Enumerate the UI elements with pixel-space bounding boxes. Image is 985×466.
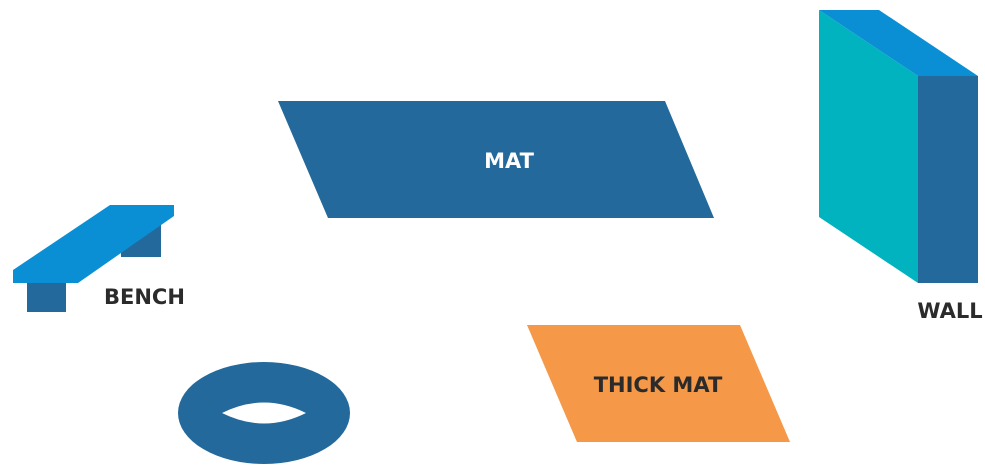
ring-hole (222, 402, 306, 424)
bench-label: BENCH (104, 285, 185, 309)
wall-top-face (819, 10, 978, 76)
wall-front-face (819, 10, 918, 283)
wall-label: WALL (917, 299, 982, 323)
wall-side-face (918, 76, 978, 283)
bench[interactable]: BENCH (13, 205, 185, 312)
thick-mat-shape (527, 325, 790, 442)
mat[interactable]: MAT (278, 101, 714, 218)
bench-front-leg (27, 278, 66, 312)
bench-top (13, 205, 174, 283)
mat-label: MAT (484, 149, 535, 173)
thick-mat-label: THICK MAT (594, 373, 723, 397)
thick-mat[interactable]: THICK MAT (527, 325, 790, 442)
wall[interactable]: WALL (819, 10, 983, 323)
mat-shape (278, 101, 714, 218)
ring[interactable] (178, 362, 350, 464)
